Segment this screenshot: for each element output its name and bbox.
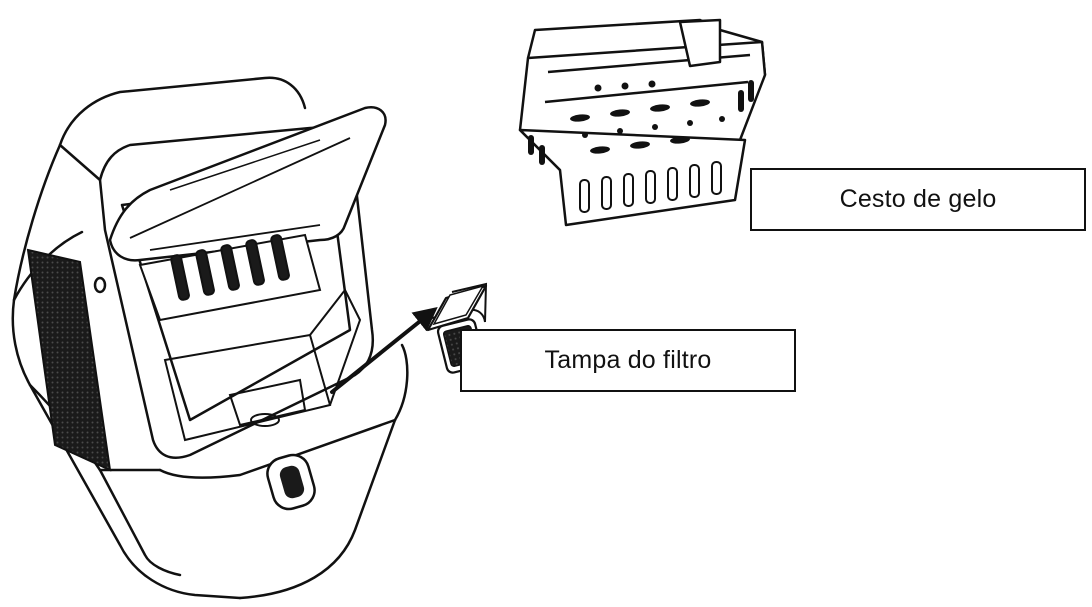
ice-basket-part	[518, 18, 767, 227]
filter-cover-label: Tampa do filtro	[460, 329, 796, 392]
pointer-arrow	[330, 306, 438, 394]
inner-reservoir	[163, 288, 362, 442]
ice-basket-holes	[570, 80, 725, 154]
ice-basket-slots	[579, 161, 722, 213]
internal-ice-tray	[138, 233, 322, 322]
front-handle	[266, 453, 316, 511]
side-vent-grille	[26, 248, 112, 472]
ice-basket-label: Cesto de gelo	[750, 168, 1086, 231]
ice-maker-lid	[108, 106, 387, 262]
ice-basket-side-slots	[528, 80, 754, 165]
